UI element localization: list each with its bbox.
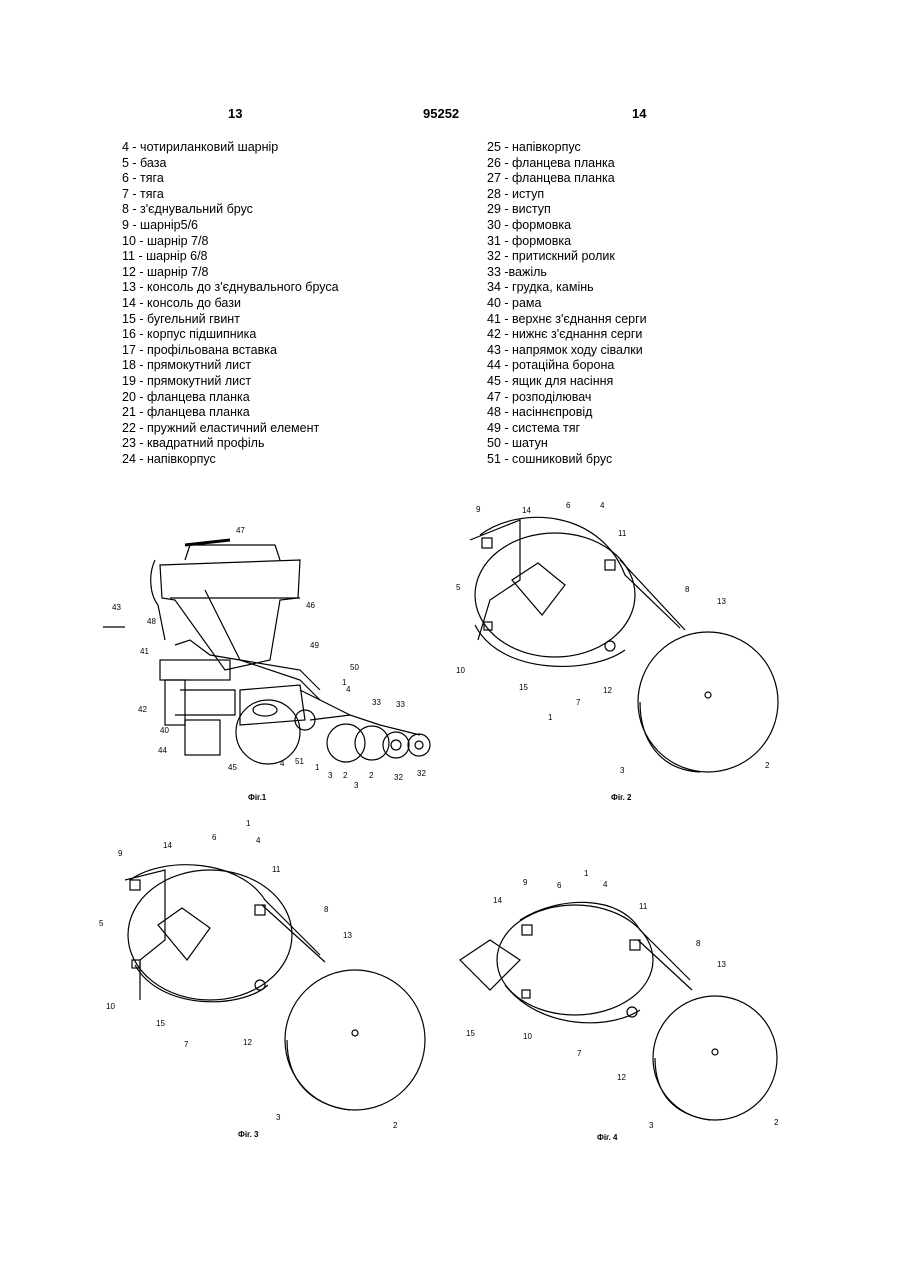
fig2-label: 8	[685, 585, 690, 594]
fig4-label: 9	[523, 878, 528, 887]
fig3-label: 13	[343, 931, 352, 940]
fig3-label: 1	[246, 819, 251, 828]
fig3-label: 6	[212, 833, 217, 842]
fig1-label: 4	[346, 685, 351, 694]
fig1-label: 48	[147, 617, 156, 626]
fig1-label: 1	[315, 763, 320, 772]
fig1-label: 43	[112, 603, 121, 612]
fig2-label: 2	[765, 761, 770, 770]
fig1-label: 47	[236, 526, 245, 535]
fig2-label: 4	[600, 501, 605, 510]
fig2-label: 7	[576, 698, 581, 707]
fig4-caption: Фіг. 4	[597, 1133, 618, 1142]
fig4-label: 15	[466, 1029, 475, 1038]
fig4-label: 3	[649, 1121, 654, 1130]
fig1-label: 46	[306, 601, 315, 610]
fig1-drawing	[103, 540, 430, 764]
fig3-label: 11	[272, 865, 281, 874]
fig2-label: 10	[456, 666, 465, 675]
fig4-label: 7	[577, 1049, 582, 1058]
fig3-label: 14	[163, 841, 172, 850]
fig1-label: 49	[310, 641, 319, 650]
fig1-label: 42	[138, 705, 147, 714]
fig2-label: 3	[620, 766, 625, 775]
fig3-label: 5	[99, 919, 104, 928]
fig1-label: 40	[160, 726, 169, 735]
fig2-label: 1	[548, 713, 553, 722]
fig3-label: 10	[106, 1002, 115, 1011]
fig2-label: 5	[456, 583, 461, 592]
fig3-label: 12	[243, 1038, 252, 1047]
fig3-label: 15	[156, 1019, 165, 1028]
fig3-drawing	[125, 865, 425, 1110]
fig2-label: 15	[519, 683, 528, 692]
fig1-label: 4	[280, 759, 285, 768]
fig1-label: 3	[354, 781, 359, 790]
fig4-label: 12	[617, 1073, 626, 1082]
fig4-label: 13	[717, 960, 726, 969]
fig2-caption: Фіг. 2	[611, 793, 632, 802]
fig4-label: 11	[639, 902, 648, 911]
fig2-label: 9	[476, 505, 481, 514]
fig3-label: 4	[256, 836, 261, 845]
fig1-label: 51	[295, 757, 304, 766]
fig3-label: 7	[184, 1040, 189, 1049]
fig3-label: 8	[324, 905, 329, 914]
fig2-label: 6	[566, 501, 571, 510]
fig1-label: 32	[417, 769, 426, 778]
fig2-label: 11	[618, 529, 627, 538]
fig2-label: 12	[603, 686, 612, 695]
fig1-label: 3	[328, 771, 333, 780]
fig1-label: 2	[369, 771, 374, 780]
fig1-label: 50	[350, 663, 359, 672]
fig3-label: 2	[393, 1121, 398, 1130]
fig4-drawing	[460, 902, 777, 1120]
fig4-label: 8	[696, 939, 701, 948]
fig2-drawing	[470, 517, 778, 772]
fig1-label: 32	[394, 773, 403, 782]
fig4-label: 14	[493, 896, 502, 905]
fig1-label: 45	[228, 763, 237, 772]
fig3-label: 3	[276, 1113, 281, 1122]
fig3-caption: Фіг. 3	[238, 1130, 259, 1139]
fig2-label: 13	[717, 597, 726, 606]
fig4-label: 10	[523, 1032, 532, 1041]
fig1-caption: Фіг.1	[248, 793, 267, 802]
fig3-label: 9	[118, 849, 123, 858]
fig1-label: 41	[140, 647, 149, 656]
fig1-label: 33	[396, 700, 405, 709]
fig4-label: 2	[774, 1118, 779, 1127]
fig2-label: 14	[522, 506, 531, 515]
fig1-label: 33	[372, 698, 381, 707]
fig1-label: 44	[158, 746, 167, 755]
fig1-label: 2	[343, 771, 348, 780]
fig4-label: 4	[603, 880, 608, 889]
fig4-label: 6	[557, 881, 562, 890]
fig4-label: 1	[584, 869, 589, 878]
